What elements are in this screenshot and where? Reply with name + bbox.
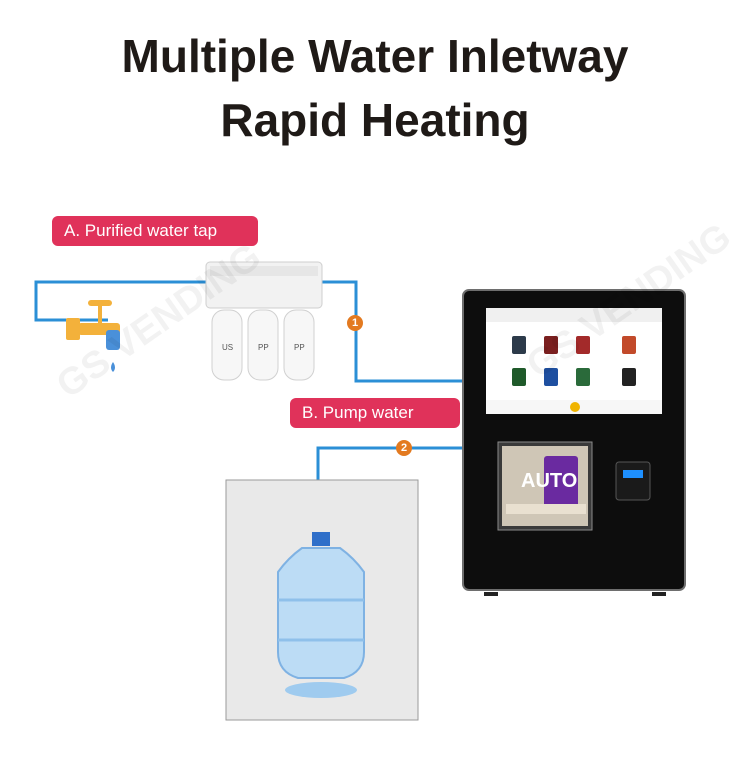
svg-text:PP: PP: [258, 343, 269, 352]
faucet-icon: [66, 300, 120, 372]
svg-text:US: US: [222, 343, 233, 352]
pump-water-label: B. Pump water: [290, 398, 460, 428]
marker-1-badge: 1: [347, 315, 363, 331]
card-reader-display: [623, 470, 643, 478]
pipe-tap-to-filter: [36, 282, 215, 320]
auto-window-text: AUTO: [521, 470, 577, 493]
vending-machine: [463, 290, 685, 596]
touch-screen: [486, 308, 662, 414]
pipe-filter-to-machine: [318, 282, 466, 381]
svg-text:PP: PP: [294, 343, 305, 352]
purified-water-tap-label: A. Purified water tap: [52, 216, 258, 246]
water-filter-unit: US PP PP: [206, 262, 322, 380]
water-bottle: [278, 532, 364, 698]
marker-2-badge: 2: [396, 440, 412, 456]
